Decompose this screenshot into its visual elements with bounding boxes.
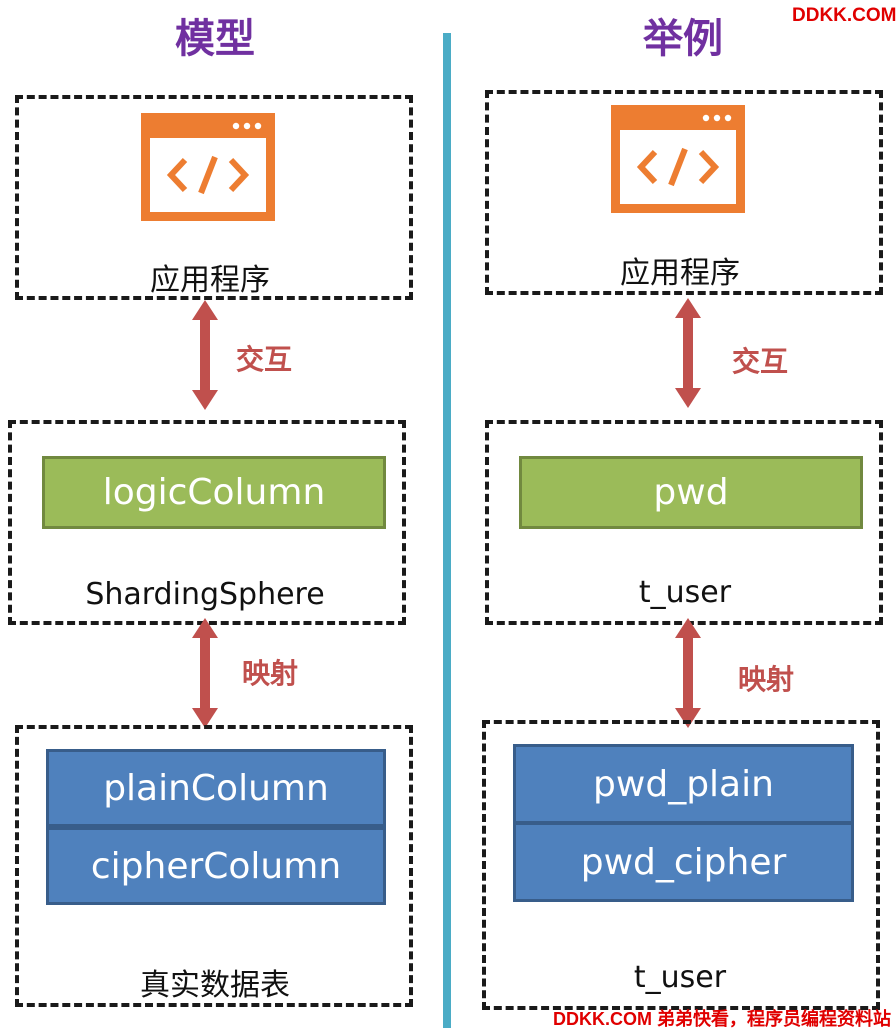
left-relation-map: 映射: [242, 657, 299, 690]
right-middle-box: [485, 420, 883, 625]
column-divider: [443, 33, 451, 1028]
double-arrow-icon: [192, 618, 218, 728]
left-logic-column: logicColumn: [42, 456, 386, 529]
left-table-box: [15, 725, 413, 1007]
right-heading: 举例: [643, 16, 723, 62]
right-app-box: [485, 90, 883, 295]
double-arrow-icon: [675, 298, 701, 408]
watermark-top: DDKK.COM: [792, 5, 896, 26]
left-cipher-column: cipherColumn: [46, 827, 386, 905]
right-table-box: [482, 720, 880, 1010]
right-plain-column: pwd_plain: [513, 744, 854, 824]
watermark-bottom: DDKK.COM 弟弟快看，程序员编程资料站: [553, 1009, 891, 1029]
double-arrow-icon: [675, 618, 701, 728]
left-relation-interact: 交互: [236, 343, 293, 376]
left-heading: 模型: [175, 16, 255, 62]
double-arrow-icon: [192, 300, 218, 410]
right-logic-column: pwd: [519, 456, 863, 529]
right-table-label: t_user: [633, 960, 727, 995]
code-window-icon: [611, 105, 745, 213]
right-middle-label: t_user: [638, 575, 732, 610]
left-app-box: [15, 95, 413, 300]
right-cipher-column: pwd_cipher: [513, 822, 854, 902]
code-window-icon: [141, 113, 275, 221]
left-middle-label: ShardingSphere: [85, 577, 325, 612]
right-relation-map: 映射: [738, 663, 795, 696]
right-app-label: 应用程序: [620, 256, 740, 291]
right-relation-interact: 交互: [732, 345, 789, 378]
left-table-label: 真实数据表: [140, 968, 290, 1003]
left-plain-column: plainColumn: [46, 749, 386, 827]
left-app-label: 应用程序: [150, 263, 270, 298]
